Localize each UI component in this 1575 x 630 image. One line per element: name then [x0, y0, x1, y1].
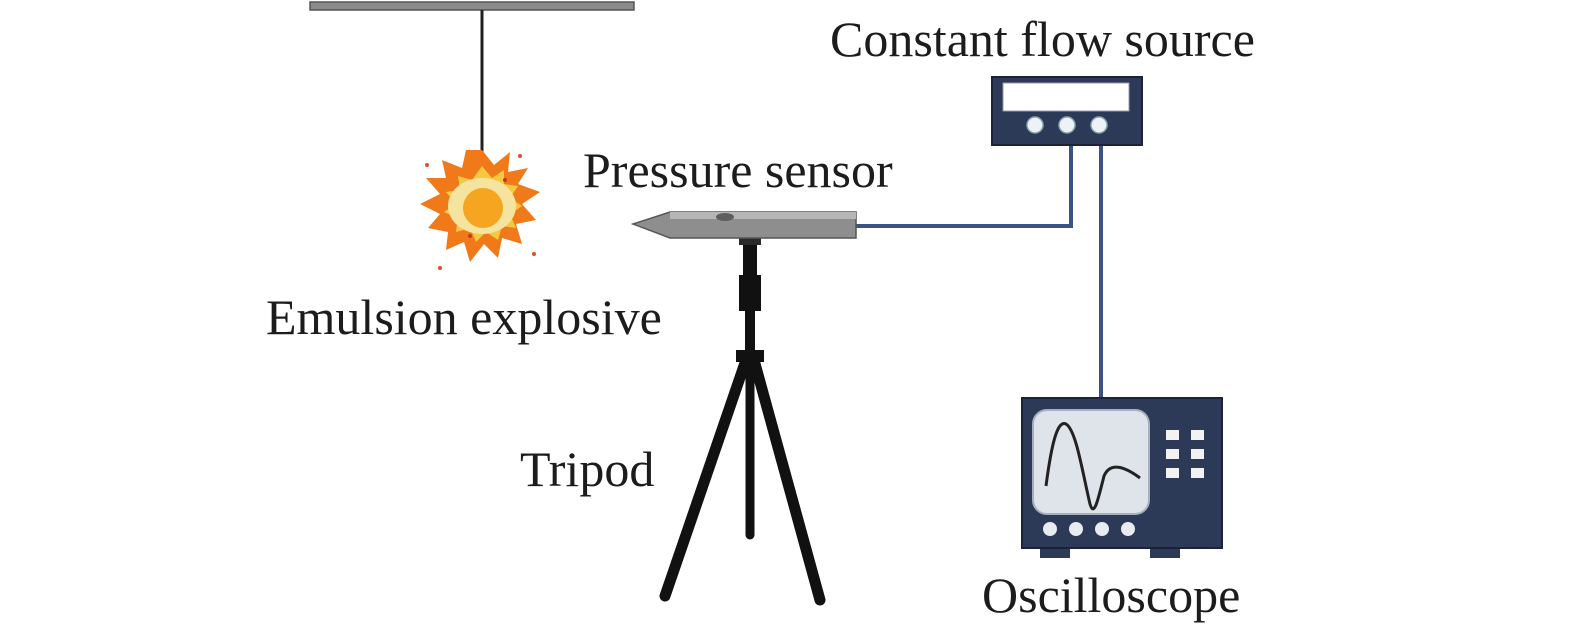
ceiling-bar [309, 1, 635, 11]
emulsion-explosive-charge [463, 188, 503, 228]
source-knob-3-icon [1090, 116, 1108, 134]
constant-flow-source-label: Constant flow source [830, 11, 1255, 67]
oscilloscope-label: Oscilloscope [982, 567, 1241, 623]
waveform-trace [1044, 422, 1141, 511]
tripod-icon [659, 237, 826, 606]
pressure-sensor-icon [630, 211, 857, 239]
source-knob-1-icon [1026, 116, 1044, 134]
explosion-icon [420, 150, 540, 270]
tripod-label: Tripod [520, 441, 655, 497]
pressure-sensor-label: Pressure sensor [583, 142, 893, 198]
oscilloscope-icon [1021, 397, 1223, 558]
emulsion-explosive-label: Emulsion explosive [266, 289, 662, 345]
cables [856, 143, 1103, 398]
sensor-to-source-cable [856, 143, 1073, 228]
source-knob-2-icon [1058, 116, 1076, 134]
constant-flow-source-device [991, 76, 1143, 146]
